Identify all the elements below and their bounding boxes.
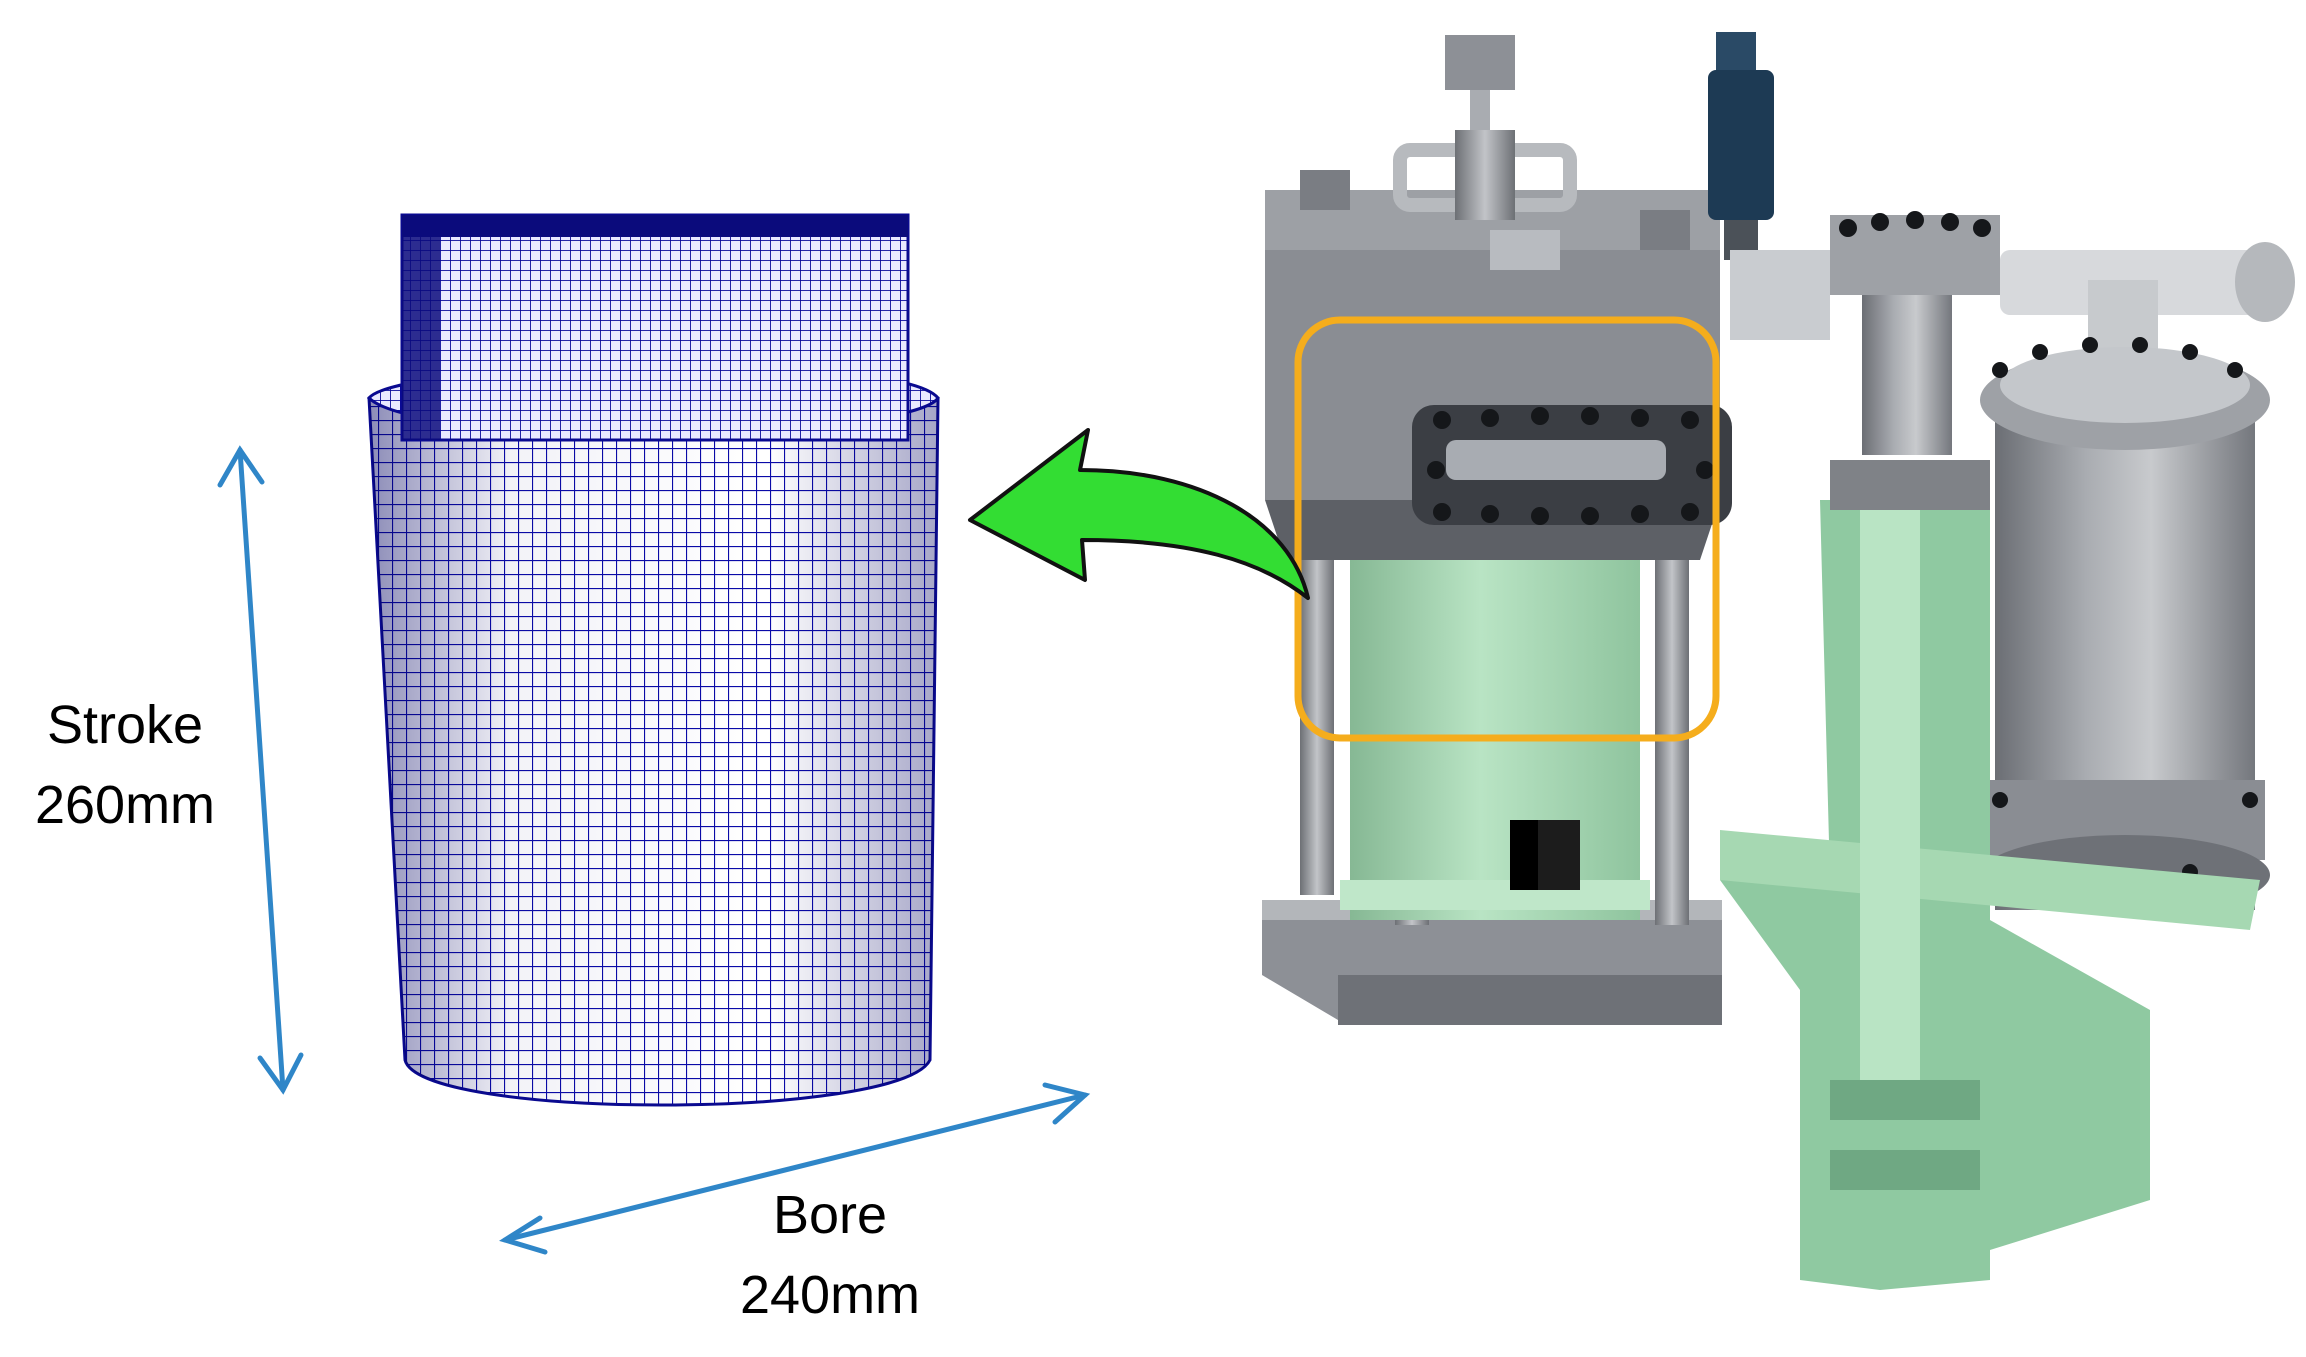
curved-arrow-icon	[968, 428, 1310, 600]
stroke-value: 260mm	[34, 775, 216, 835]
bore-label: Bore 240mm	[710, 1175, 950, 1335]
stroke-label: Stroke 260mm	[5, 685, 245, 845]
highlight-box	[1294, 316, 1720, 742]
engine-cad-model	[1262, 32, 2295, 1290]
stroke-dimension-arrow	[217, 445, 304, 1095]
bore-value: 240mm	[739, 1265, 921, 1325]
stroke-name: Stroke	[46, 695, 204, 755]
bore-dimension-arrow	[499, 1082, 1091, 1255]
bore-name: Bore	[772, 1185, 888, 1245]
cylinder-mesh-icon	[366, 213, 940, 1107]
